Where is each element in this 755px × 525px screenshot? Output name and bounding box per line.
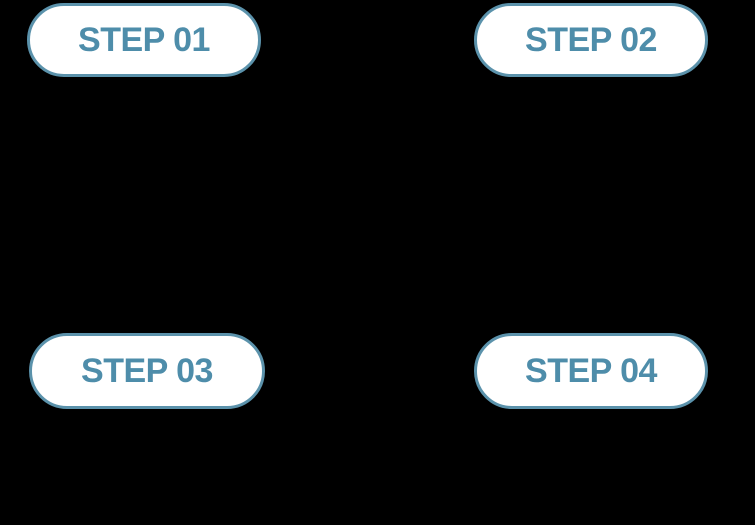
- step-01-label: STEP 01: [78, 21, 210, 59]
- step-02-badge: STEP 02: [474, 3, 708, 77]
- step-03-badge: STEP 03: [29, 333, 265, 409]
- step-04-badge: STEP 04: [474, 333, 708, 409]
- step-01-badge: STEP 01: [27, 3, 261, 77]
- step-04-label: STEP 04: [525, 352, 657, 390]
- step-02-label: STEP 02: [525, 21, 657, 59]
- step-03-label: STEP 03: [81, 352, 213, 390]
